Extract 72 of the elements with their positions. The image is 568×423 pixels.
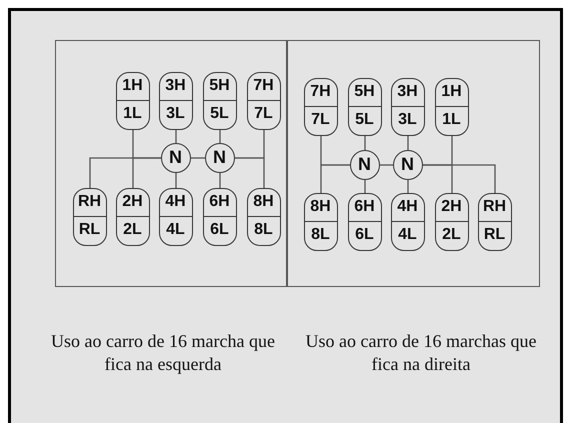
caption-text: Uso ao carro de 16 marcha que fica na esquerda (50, 330, 276, 376)
gear-label: 2H (116, 188, 148, 217)
gear-label: 6H (204, 188, 236, 217)
gear-label: 2L (122, 220, 143, 240)
shift-path-line (423, 164, 496, 193)
gear-position-box (348, 192, 382, 250)
shift-path-line (191, 157, 205, 159)
gear-label: RH (478, 194, 510, 222)
gear-label: 1H (116, 72, 148, 101)
gear-label: 4L (165, 220, 186, 240)
gear-position-box (72, 188, 106, 246)
gear-label: 8H (248, 188, 280, 217)
gear-label: 2L (441, 225, 462, 245)
gear-label: 6H (348, 194, 380, 222)
gear-label: 8L (310, 225, 331, 245)
shift-path-line (235, 157, 265, 188)
gear-label: 7H (248, 72, 280, 101)
gear-label: 5H (204, 72, 236, 101)
gear-position-box (116, 72, 150, 130)
gear-label: 3H (392, 78, 424, 107)
gear-label: 6L (354, 225, 375, 245)
gear-label: 1H (436, 78, 468, 107)
shift-path-line (407, 136, 409, 150)
gear-position-box (158, 188, 192, 246)
gear-position-box (202, 188, 236, 246)
shift-path-line (219, 173, 221, 188)
gear-position-box (116, 188, 150, 246)
gear-label: 4L (397, 225, 418, 245)
shift-path-line (175, 130, 177, 143)
gear-position-box (304, 192, 338, 250)
shift-path-line (364, 180, 366, 193)
gear-label: 5H (348, 78, 380, 107)
gear-position-box (434, 78, 468, 136)
gear-position-box (390, 78, 424, 136)
gear-label: 7L (310, 110, 331, 130)
shift-path-line (364, 136, 366, 150)
gear-label: 1L (122, 104, 143, 124)
gear-label: 8H (304, 194, 336, 222)
gear-label: 8L (253, 220, 274, 240)
gear-position-box (390, 192, 424, 250)
shift-path-line (407, 180, 409, 193)
gear-label: RL (78, 220, 102, 240)
shift-path-line (175, 173, 177, 188)
gear-position-box (202, 72, 236, 130)
gear-label: 4H (160, 188, 192, 217)
shift-path-line (89, 157, 161, 188)
gear-label: 1L (441, 110, 462, 130)
gear-position-box (158, 72, 192, 130)
gear-label: 5L (354, 110, 375, 130)
gear-label: RL (482, 225, 506, 245)
gear-label: 2H (436, 194, 468, 222)
gear-label: 6L (209, 220, 230, 240)
gear-position-box (246, 188, 280, 246)
gear-label: 4H (392, 194, 424, 222)
gear-label: RH (74, 188, 106, 217)
gear-position-box (348, 78, 382, 136)
gear-label: 5L (209, 104, 230, 124)
gear-position-box (478, 192, 512, 250)
gear-label: 7L (253, 104, 274, 124)
gear-label: 3L (397, 110, 418, 130)
gear-label: 3L (165, 104, 186, 124)
shift-pattern-panel (286, 40, 540, 287)
shift-path-line (320, 164, 350, 193)
gear-position-box (434, 192, 468, 250)
gear-label: 3H (160, 72, 192, 101)
gear-position-box (246, 72, 280, 130)
caption-text: Uso ao carro de 16 marchas que fica na direita (304, 330, 538, 376)
gear-label: 7H (304, 78, 336, 107)
gear-position-box (304, 78, 338, 136)
shift-path-line (380, 164, 393, 166)
shift-path-line (219, 130, 221, 143)
shift-pattern-panel (55, 40, 288, 287)
